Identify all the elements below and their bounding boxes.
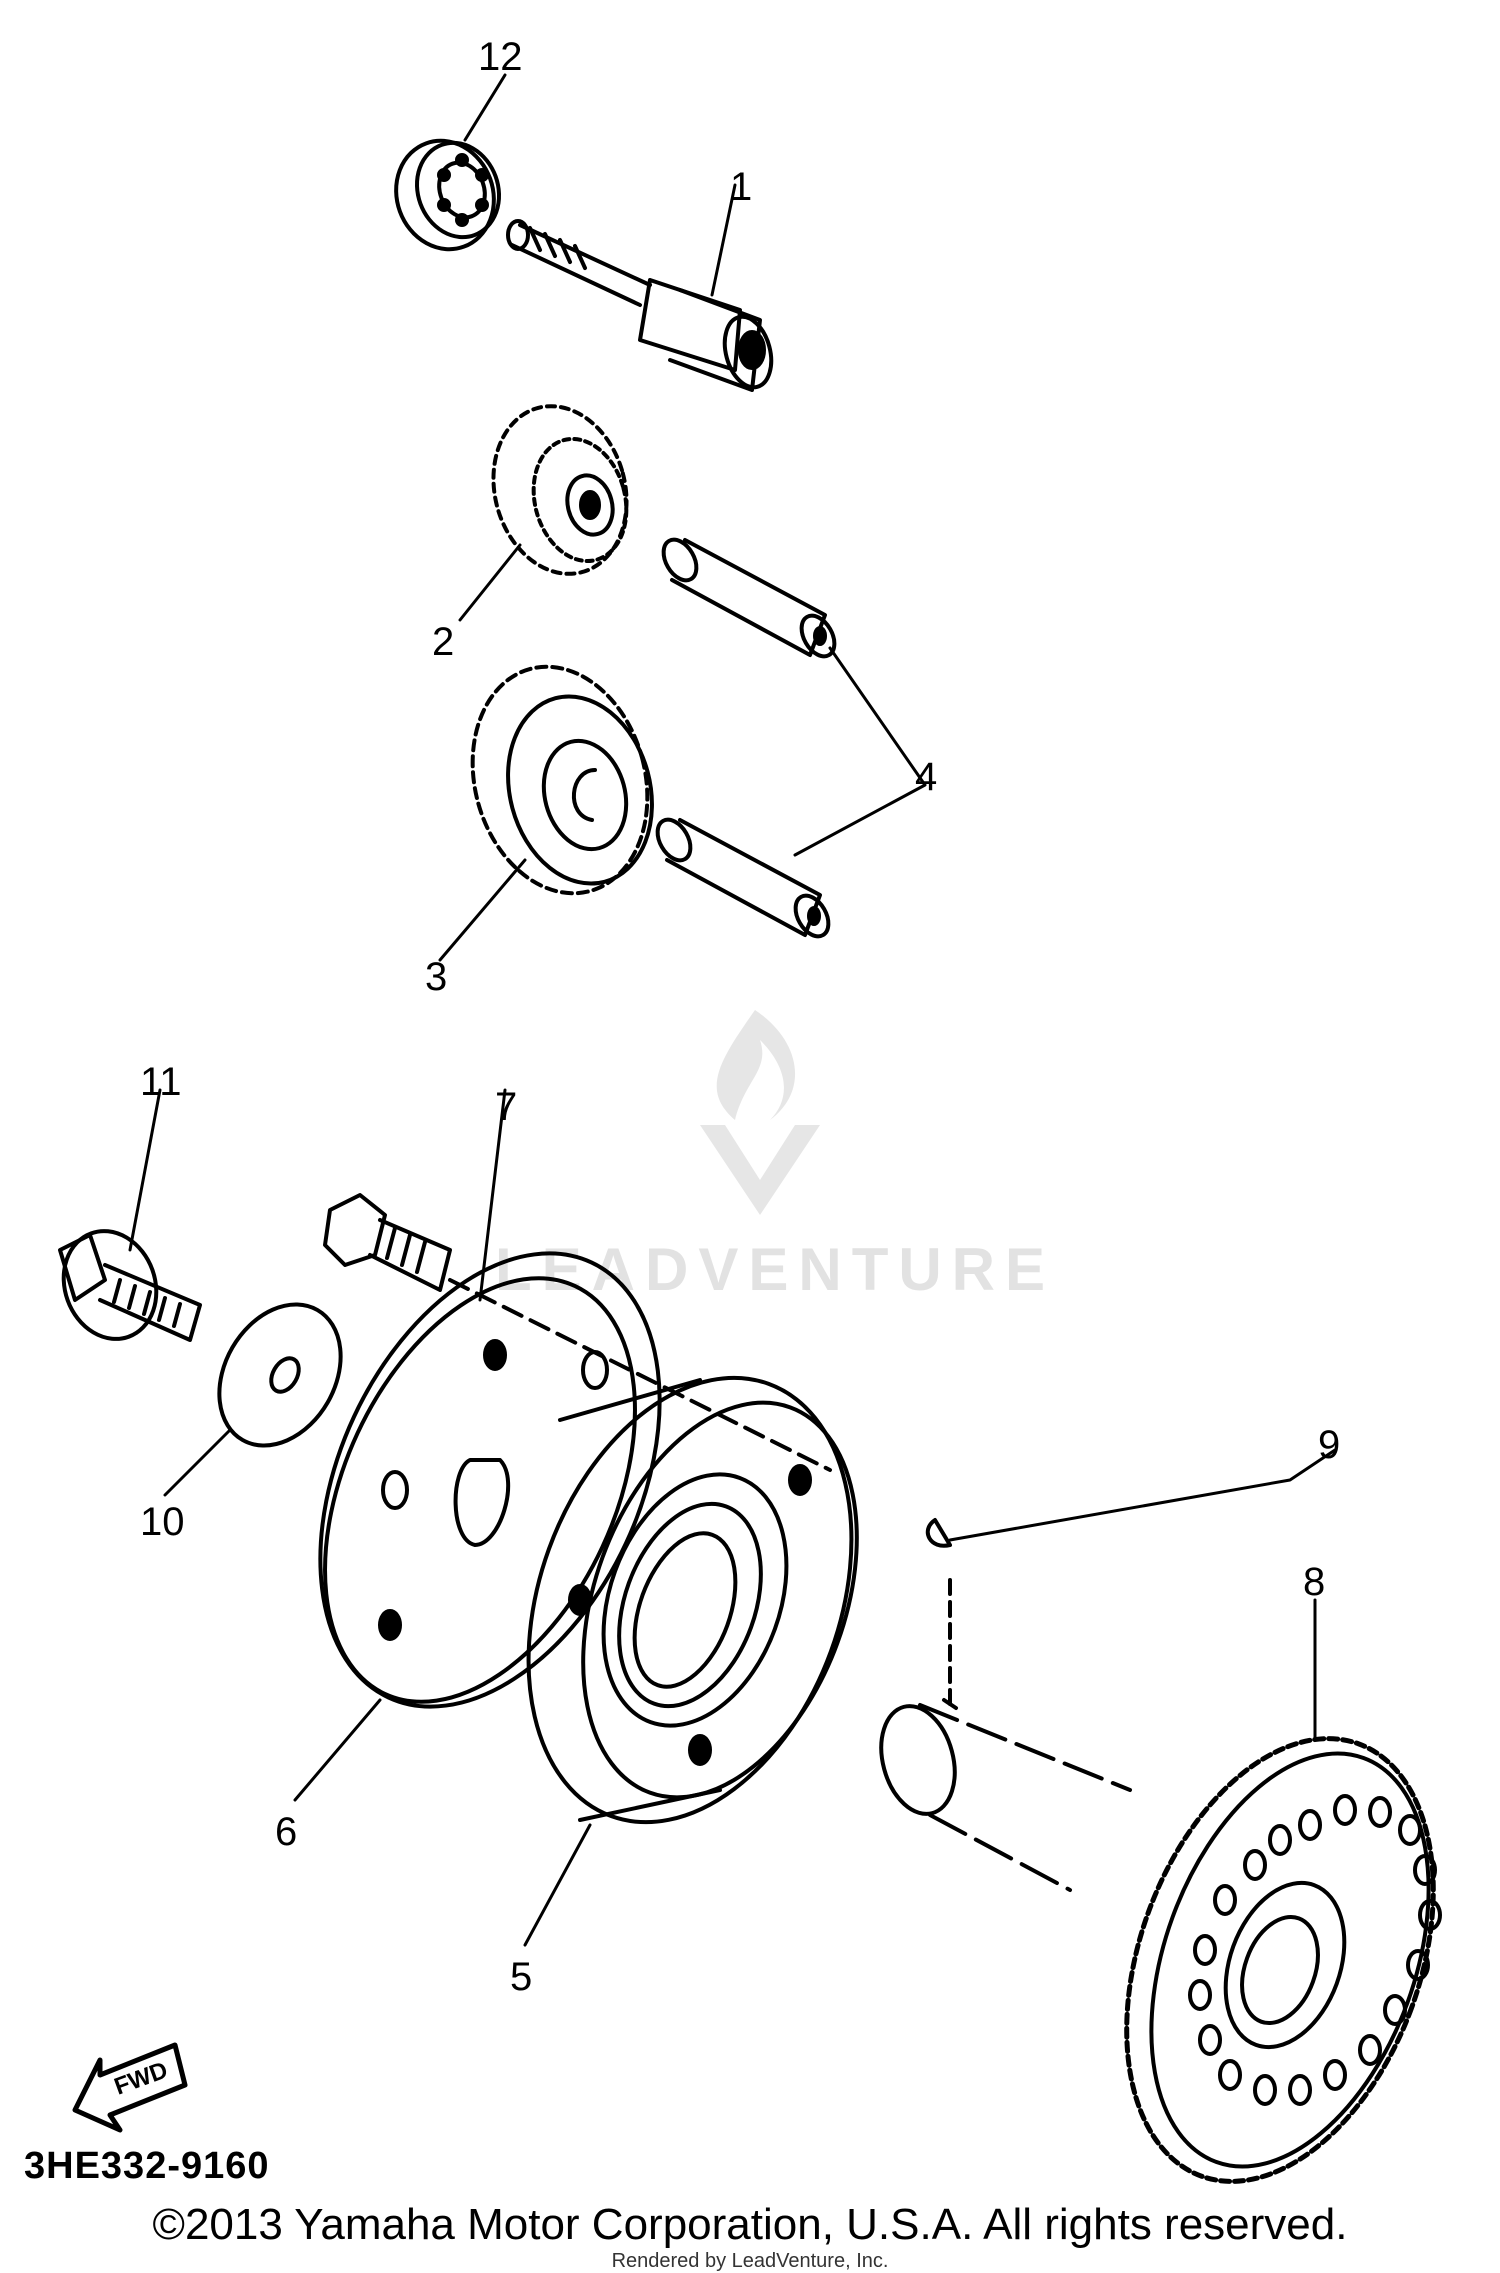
callout-1: 1	[730, 165, 752, 209]
part-code: 3HE332-9160	[24, 2145, 270, 2187]
callout-12: 12	[478, 35, 523, 79]
callout-8: 8	[1303, 1560, 1325, 1604]
callout-2: 2	[432, 620, 454, 664]
callout-10: 10	[140, 1500, 185, 1544]
part-5-clutch	[526, 1375, 859, 1825]
fwd-arrow: FWD	[72, 2042, 188, 2133]
callout-11: 11	[140, 1060, 182, 1104]
callout-9: 9	[1318, 1423, 1340, 1467]
part-10-washer	[217, 1302, 343, 1448]
leader-lines	[128, 73, 1337, 1947]
callout-7: 7	[495, 1085, 517, 1129]
part-1-shaft	[506, 219, 774, 392]
callouts: 12 1 2 4 3 11 7 9 10 8 6 5	[140, 35, 1340, 1999]
rendered-by-notice: Rendered by LeadVenture, Inc.	[611, 2250, 889, 2272]
part-12-bearing	[394, 138, 502, 252]
part-3-gear	[470, 664, 654, 896]
callout-5: 5	[510, 1955, 532, 1999]
part-4-pins	[655, 537, 837, 939]
copyright-notice: ©2013 Yamaha Motor Corporation, U.S.A. A…	[152, 2200, 1348, 2249]
part-2-gear	[491, 404, 629, 576]
watermark-text: LEADVENTURE	[495, 1236, 1055, 1303]
wheel-gear-holes	[1188, 1794, 1442, 2106]
callout-6: 6	[275, 1810, 297, 1854]
part-11-bolt	[58, 1229, 202, 1342]
part-7-bolt	[323, 1193, 832, 1472]
callout-4: 4	[915, 755, 937, 799]
part-9-key	[925, 1518, 952, 1712]
part-8-wheel-gear	[1124, 1736, 1442, 2184]
crankshaft-end	[879, 1698, 1132, 1892]
leadventure-watermark: LEADVENTURE	[495, 1010, 1055, 1303]
callout-3: 3	[425, 955, 447, 999]
